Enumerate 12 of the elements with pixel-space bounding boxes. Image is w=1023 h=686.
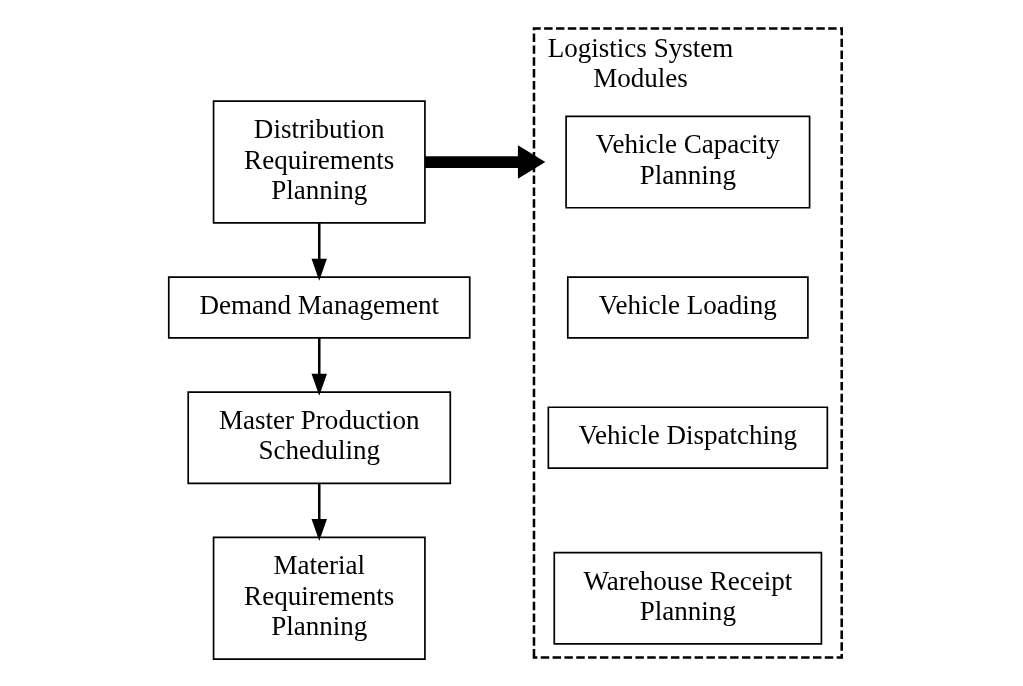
node-box: Material Requirements Planning: [212, 536, 426, 661]
arrow: [311, 337, 327, 396]
arrow: [424, 145, 545, 179]
node-box: Vehicle Dispatching: [547, 406, 828, 469]
node-box: Master Production Scheduling: [186, 391, 451, 485]
node-box: Vehicle Loading: [566, 276, 809, 339]
node-box: Warehouse Receipt Planning: [552, 551, 822, 645]
node-box: Demand Management: [167, 276, 471, 339]
node-box: Distribution Requirements Planning: [212, 100, 426, 224]
arrow: [311, 223, 327, 281]
arrow: [311, 484, 327, 541]
node-box: Vehicle Capacity Planning: [564, 115, 810, 209]
